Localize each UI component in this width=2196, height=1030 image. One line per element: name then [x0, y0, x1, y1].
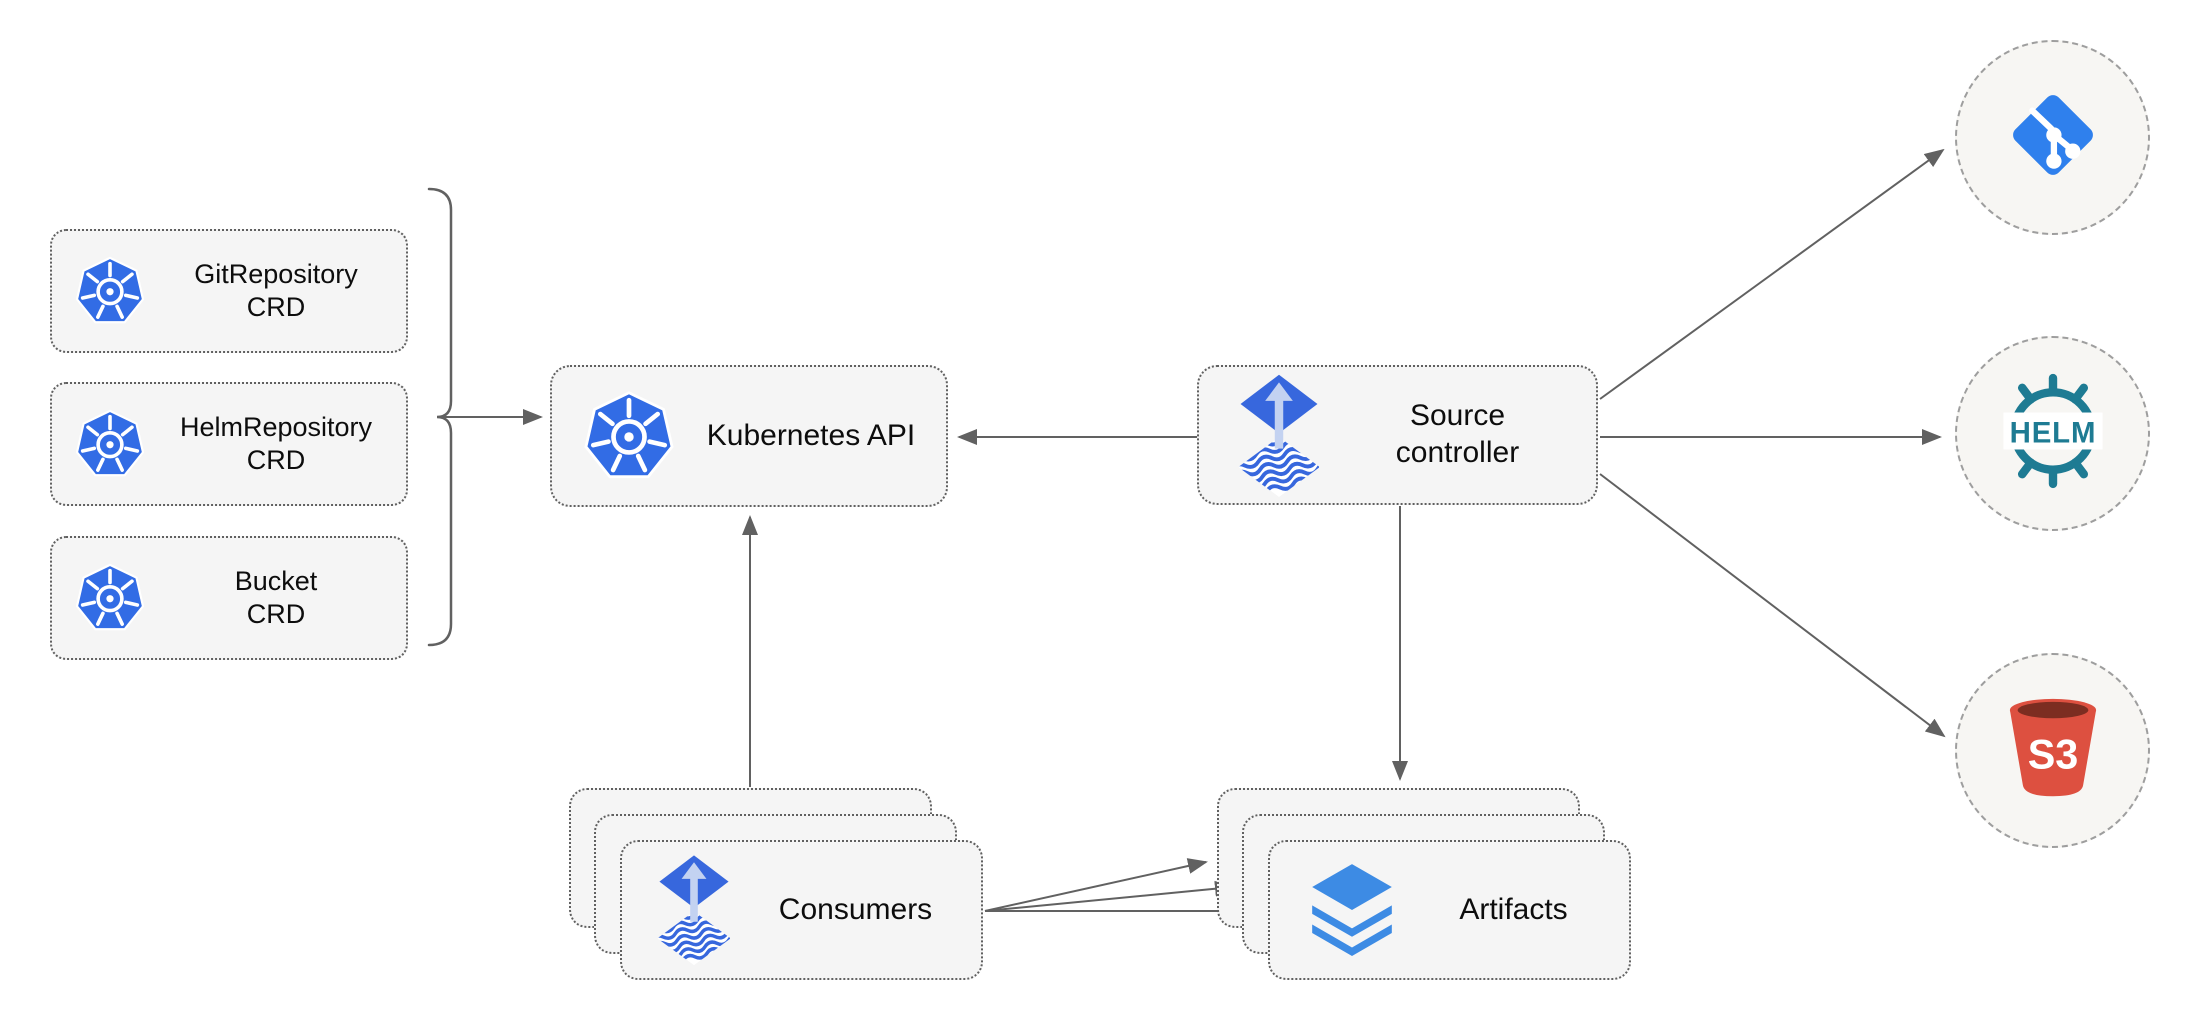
arrow-source-controller-to-git [1599, 148, 1945, 400]
node-gitrepository-crd: GitRepository CRD [50, 229, 408, 353]
git-icon [1999, 81, 2107, 194]
label-line: CRD [246, 292, 306, 322]
flux-icon [658, 854, 730, 966]
helm-wordmark: HELM [2009, 417, 2096, 450]
flux-icon [1239, 373, 1319, 498]
kubernetes-icon [74, 408, 146, 480]
kubernetes-icon [74, 562, 146, 634]
label-line: Source [1409, 399, 1506, 433]
node-label: Source controller [1319, 398, 1596, 471]
node-label: Consumers [778, 893, 933, 926]
node-git-source [1955, 40, 2150, 235]
node-label: HelmRepository CRD [146, 411, 406, 477]
node-label: Artifacts [1459, 893, 1568, 926]
crd-group-bracket [427, 187, 453, 647]
label-line: Bucket [234, 566, 318, 597]
label-line: CRD [246, 445, 306, 475]
label-line: GitRepository [194, 259, 358, 290]
label-line: HelmRepository [179, 412, 373, 443]
node-bucket-crd: Bucket CRD [50, 536, 408, 660]
arrow-consumers-to-artifacts-middle [984, 880, 1235, 912]
node-helm-source: HELM [1955, 336, 2150, 531]
node-artifacts-stack: Artifacts [1217, 788, 1633, 982]
node-label: Bucket CRD [146, 565, 406, 631]
node-kubernetes-api: Kubernetes API [550, 365, 948, 507]
kubernetes-icon [582, 389, 676, 483]
arrow-consumers-to-artifacts-back [984, 858, 1208, 912]
node-label: Kubernetes API [706, 418, 916, 452]
layers-icon [1306, 861, 1398, 959]
node-consumers-stack: Consumers [569, 788, 985, 982]
label-line: controller [1395, 436, 1520, 469]
helm-icon: HELM [1990, 368, 2116, 499]
label-line: CRD [246, 599, 306, 629]
s3-bucket-icon: S3 [2001, 692, 2105, 809]
arrow-source-controller-to-s3 [1599, 473, 1946, 738]
kubernetes-icon [74, 255, 146, 327]
node-helmrepository-crd: HelmRepository CRD [50, 382, 408, 506]
node-consumers: Consumers [620, 840, 983, 980]
node-artifacts: Artifacts [1268, 840, 1631, 980]
s3-wordmark: S3 [2027, 732, 2078, 778]
node-label: GitRepository CRD [146, 258, 406, 324]
node-source-controller: Source controller [1197, 365, 1598, 505]
node-s3-source: S3 [1955, 653, 2150, 848]
